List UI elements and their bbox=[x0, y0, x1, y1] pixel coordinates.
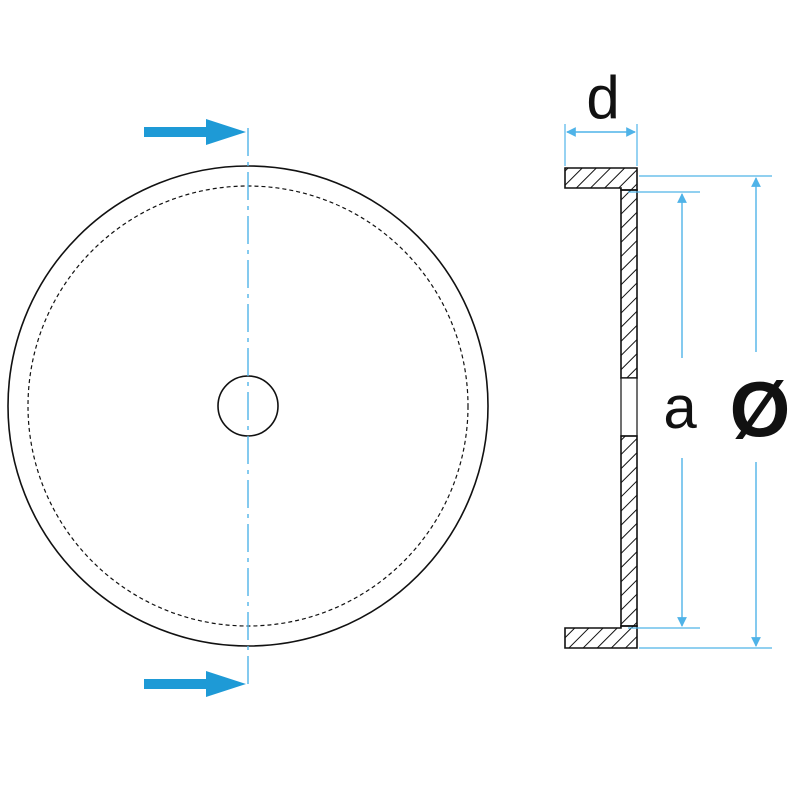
section-arrow-bottom-icon bbox=[144, 671, 246, 697]
dimension-a-label: a bbox=[663, 374, 697, 441]
front-view bbox=[7, 119, 489, 697]
dimension-a: a bbox=[628, 191, 700, 629]
dimension-diameter-label: Ø bbox=[730, 365, 791, 453]
dimension-d-label: d bbox=[586, 64, 619, 131]
wall-section-upper bbox=[620, 189, 638, 379]
top-flange-section bbox=[564, 167, 638, 191]
dimension-diameter: Ø bbox=[639, 175, 791, 649]
section-arrow-top-icon bbox=[144, 119, 246, 145]
bottom-flange-section bbox=[564, 625, 638, 649]
wall-hole-gap bbox=[620, 377, 638, 437]
wall-section-lower bbox=[620, 435, 638, 627]
dimension-d: d bbox=[564, 64, 638, 166]
section-view bbox=[564, 167, 638, 649]
